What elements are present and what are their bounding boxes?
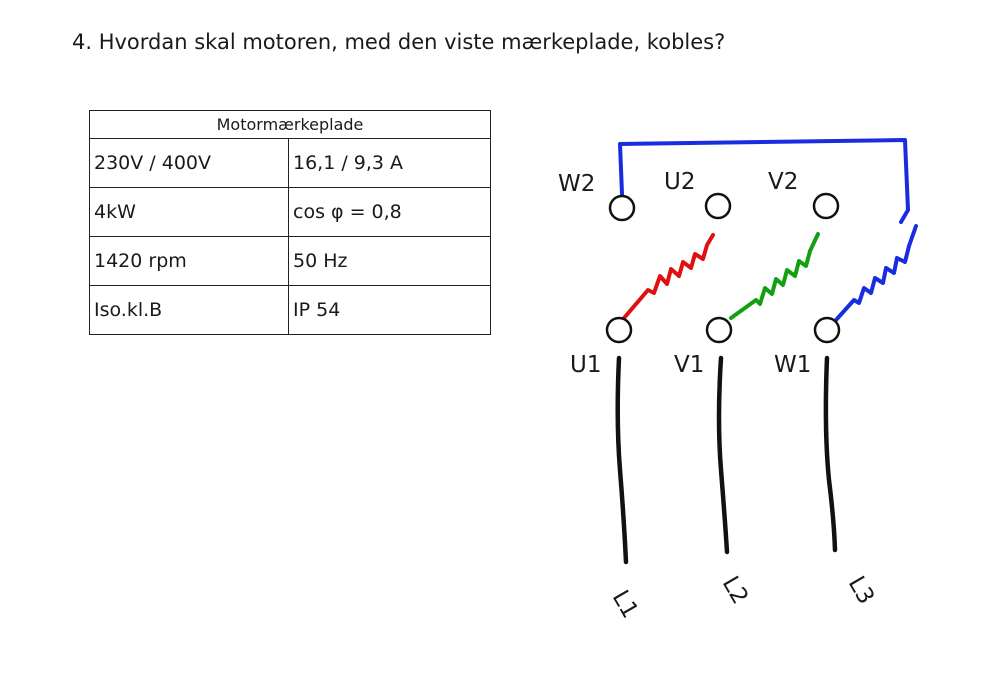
table-row: 1420 rpm 50 Hz xyxy=(89,236,491,286)
label-u1: U1 xyxy=(570,352,601,378)
ip-rating-cell: IP 54 xyxy=(288,285,491,335)
lead-w1 xyxy=(823,355,838,553)
terminal-u1 xyxy=(605,316,633,344)
terminal-w2 xyxy=(608,194,636,222)
label-u2: U2 xyxy=(664,169,695,195)
terminal-w1 xyxy=(813,316,841,344)
terminal-v1 xyxy=(705,316,733,344)
nameplate-table: Motormærkeplade 230V / 400V 16,1 / 9,3 A… xyxy=(89,110,491,335)
winding-v xyxy=(729,232,820,320)
label-v1: V1 xyxy=(674,352,704,378)
winding-u xyxy=(622,233,715,320)
insulation-class-cell: Iso.kl.B xyxy=(89,285,289,335)
lead-u1 xyxy=(615,355,629,565)
table-row: Iso.kl.B IP 54 xyxy=(89,285,491,335)
label-w2: W2 xyxy=(558,171,595,197)
terminal-u2 xyxy=(704,192,732,220)
winding-w xyxy=(834,224,918,322)
table-row: 230V / 400V 16,1 / 9,3 A xyxy=(89,138,491,188)
nameplate-header-row: Motormærkeplade xyxy=(89,110,491,139)
power-factor-cell: cos φ = 0,8 xyxy=(288,187,491,237)
voltage-cell: 230V / 400V xyxy=(89,138,289,188)
frequency-cell: 50 Hz xyxy=(288,236,491,286)
lead-v1 xyxy=(716,355,730,555)
label-l2: L2 xyxy=(717,572,753,609)
current-cell: 16,1 / 9,3 A xyxy=(288,138,491,188)
terminal-v2 xyxy=(812,192,840,220)
label-v2: V2 xyxy=(768,169,798,195)
question-text: 4. Hvordan skal motoren, med den viste m… xyxy=(72,30,726,54)
nameplate-title: Motormærkeplade xyxy=(89,110,491,139)
label-l3: L3 xyxy=(843,572,879,609)
label-w1: W1 xyxy=(774,352,811,378)
label-l1: L1 xyxy=(607,586,643,623)
w2-bridge-wire xyxy=(618,138,910,224)
speed-cell: 1420 rpm xyxy=(89,236,289,286)
